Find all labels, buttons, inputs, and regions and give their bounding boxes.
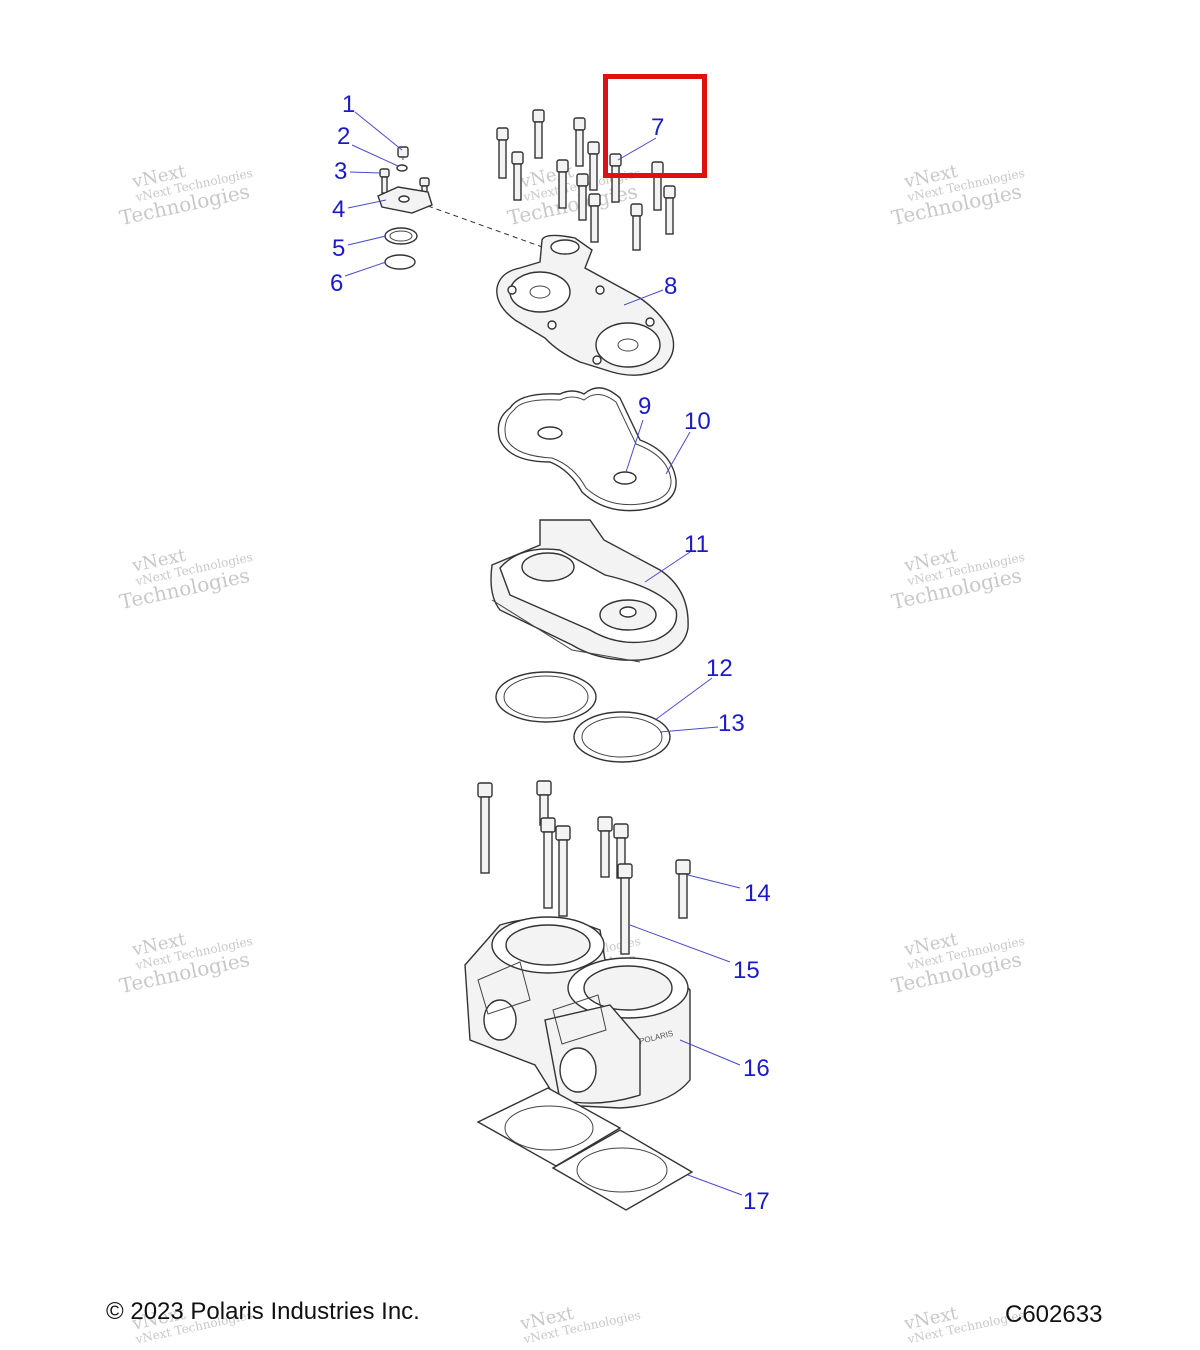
callout-4: 4 <box>332 196 345 223</box>
assembly-dashed-line <box>427 205 546 249</box>
bolt <box>663 185 676 235</box>
callout-1: 1 <box>342 91 355 118</box>
watermark: vNext vNext Technologies Technologies <box>889 929 1026 998</box>
callout-10: 10 <box>684 408 711 435</box>
bolt-part-14 <box>675 859 691 919</box>
watermark: vNext vNext Technologies Technologies <box>117 545 254 614</box>
diagram-code: C602633 <box>1005 1301 1103 1328</box>
o-ring-part-6 <box>384 254 416 270</box>
callout-15: 15 <box>733 957 760 984</box>
watermark: vNext vNext Technologies Technologies <box>889 545 1026 614</box>
bolt <box>587 141 600 191</box>
base-gasket-part-17 <box>476 1087 694 1211</box>
watermark: vNext vNext Technologies <box>517 1303 641 1347</box>
bolt <box>532 109 545 159</box>
o-rings-part-12-13 <box>495 671 671 763</box>
seal-inner <box>389 230 413 242</box>
cap-assembly <box>377 146 546 270</box>
watermark: vNext vNext Technologies Technologies <box>117 929 254 998</box>
bolt <box>613 823 629 879</box>
callout-7: 7 <box>651 114 664 141</box>
head-bolts-part-7 <box>496 109 676 251</box>
leader-lines <box>344 111 743 1196</box>
callout-5: 5 <box>332 235 345 262</box>
callout-11: 11 <box>684 531 709 558</box>
bolt <box>588 193 601 243</box>
bolt <box>597 816 613 878</box>
cylinder-block-part-16: POLARIS <box>464 916 691 1109</box>
callout-6: 6 <box>330 270 343 297</box>
o-ring-part-12-left <box>495 671 597 723</box>
callout-13: 13 <box>718 710 745 737</box>
bolt <box>573 117 586 167</box>
callout-12: 12 <box>706 655 733 682</box>
bolt <box>496 127 509 179</box>
head-gasket-part-10 <box>497 387 677 512</box>
watermark: vNext vNext Technologies Technologies <box>117 161 254 230</box>
bolt <box>556 159 569 209</box>
callout-9: 9 <box>638 393 651 420</box>
bolt <box>609 153 622 203</box>
callout-3: 3 <box>334 158 347 185</box>
o-ring-part-13-right <box>573 711 671 763</box>
callout-14: 14 <box>744 880 771 907</box>
bolt-part-1 <box>397 146 409 160</box>
callout-8: 8 <box>664 273 677 300</box>
callout-17: 17 <box>743 1188 770 1215</box>
o-ring-part-9 <box>537 426 563 440</box>
head-cover-part-8 <box>496 234 675 376</box>
o-ring-part-9b <box>613 471 637 485</box>
bolt <box>576 173 589 221</box>
callout-labels: 1 2 3 4 5 6 7 8 9 10 11 12 13 14 15 16 1… <box>330 91 771 1215</box>
callout-16: 16 <box>743 1055 770 1082</box>
cover-plate-hole <box>398 195 410 203</box>
highlight-box <box>603 74 707 178</box>
callout-2: 2 <box>337 123 350 150</box>
cylinder-head-part-11 <box>490 519 689 663</box>
bolt <box>555 825 571 917</box>
bolt <box>630 203 643 251</box>
copyright-text: © 2023 Polaris Industries Inc. <box>106 1298 420 1325</box>
bolt <box>511 151 524 201</box>
watermark: vNext vNext Technologies Technologies <box>889 161 1026 230</box>
bolt <box>540 817 556 909</box>
bolt <box>617 863 633 955</box>
bolt <box>477 782 493 874</box>
washer-part-2 <box>396 164 408 172</box>
cylinder-bolts-part-14-15 <box>477 780 691 955</box>
